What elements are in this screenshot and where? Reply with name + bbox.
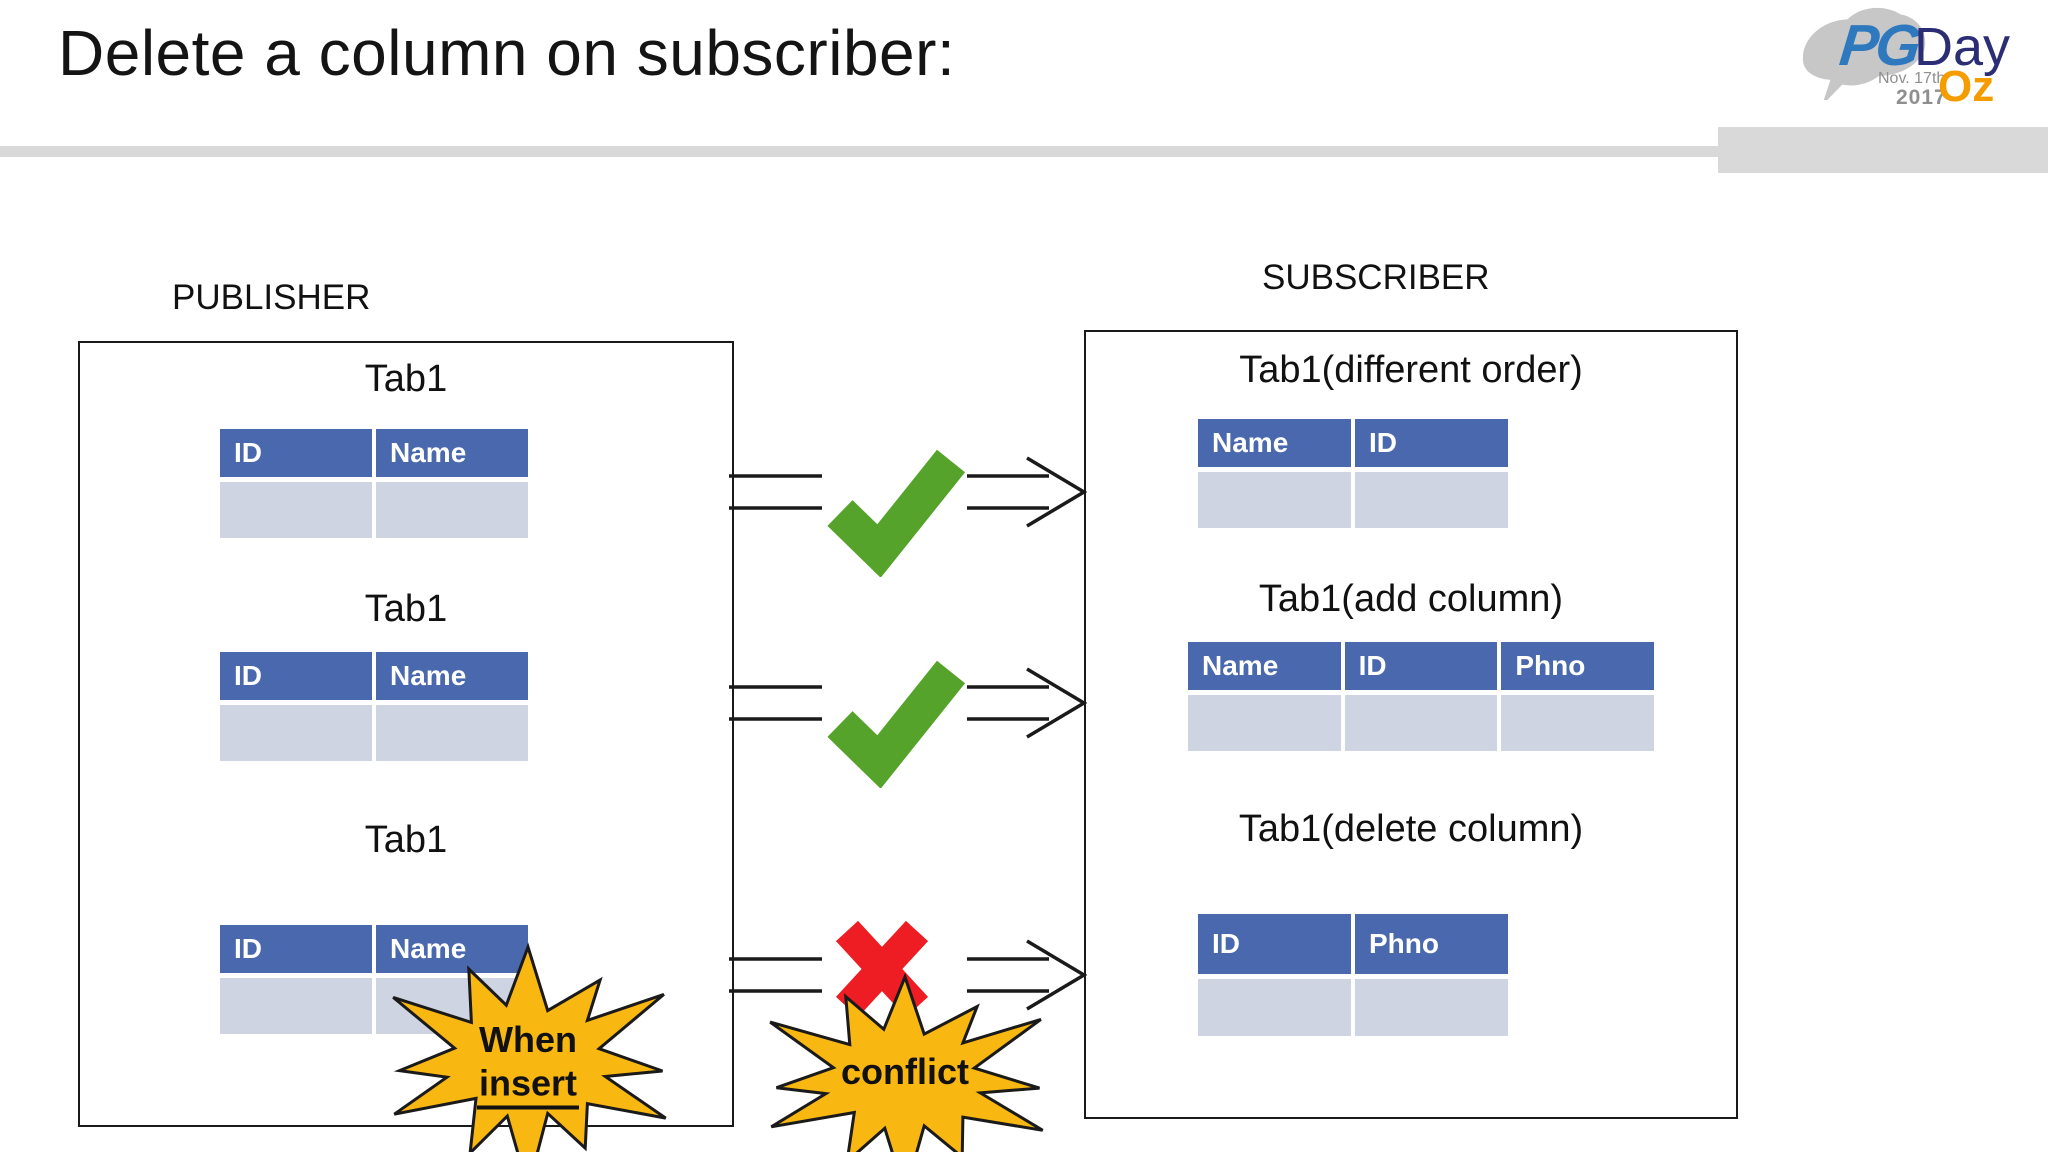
empty-row-cell [1198,472,1351,528]
column-header: Name [376,652,528,700]
empty-row-cell [1501,695,1654,751]
check-icon [827,449,966,577]
subscriber-panel: Tab1(different order) Name ID Tab1(add c… [1084,330,1738,1119]
slide-title: Delete a column on subscriber: [58,17,956,89]
empty-row-cell [1355,472,1508,528]
logo-oz-text: Oz [1938,62,1995,111]
column-header: Phno [1355,914,1508,974]
check-icon [827,660,966,788]
table-title: Tab1(add column) [1258,578,1564,620]
subscriber-table-add-column: Name ID Phno [1188,642,1654,751]
column-header: Name [376,925,528,973]
flow-arrow-3 [729,920,1087,1018]
logo-year-text: 2017 [1896,86,1947,109]
subscriber-label: SUBSCRIBER [1262,258,1490,297]
publisher-table-3: ID Name [220,925,528,1034]
table-title: Tab1 [364,358,448,400]
header-accent-block [1718,127,2048,173]
when-insert-callout-line2: insert [476,1063,580,1110]
cross-icon [835,920,929,1018]
empty-row-cell [1188,695,1341,751]
conflict-callout: conflict [840,1051,970,1092]
empty-row-cell [1355,979,1508,1036]
publisher-label: PUBLISHER [172,278,371,317]
flow-arrow-1 [729,449,1087,577]
empty-row-cell [220,705,372,761]
logo-date-text: Nov. 17th [1878,70,1946,87]
australia-map-icon [1803,7,1926,100]
flow-arrow-2 [729,660,1087,788]
header-divider-bar [0,146,1718,157]
logo-day-text: Day [1914,17,2011,77]
publisher-table-2: ID Name [220,652,528,761]
column-header: Phno [1501,642,1654,690]
column-header: ID [220,652,372,700]
pgday-oz-logo: PG Day Nov. 17th 2017 Oz [1788,4,2038,126]
table-title: Tab1 [364,588,448,630]
table-title: Tab1(different order) [1239,349,1583,391]
subscriber-table-delete-column: ID Phno [1198,914,1508,1036]
subscriber-table-different-order: Name ID [1198,419,1508,528]
column-header: ID [220,429,372,477]
empty-row-cell [220,482,372,538]
when-insert-callout-line1: When [479,1019,577,1060]
publisher-panel: Tab1 ID Name Tab1 ID Name Tab1 ID Name [78,341,734,1127]
column-header: ID [1355,419,1508,467]
empty-row-cell [376,482,528,538]
empty-row-cell [220,978,372,1034]
column-header: Name [1188,642,1341,690]
column-header: Name [376,429,528,477]
table-title: Tab1(delete column) [1238,808,1584,850]
empty-row-cell [376,705,528,761]
column-header: ID [220,925,372,973]
logo-pg-text: PG [1836,13,1922,78]
empty-row-cell [1198,979,1351,1036]
column-header: Name [1198,419,1351,467]
empty-row-cell [1344,695,1498,751]
column-header: ID [1198,914,1351,974]
column-header: ID [1344,642,1498,690]
publisher-table-1: ID Name [220,429,528,538]
table-title: Tab1 [364,819,448,861]
